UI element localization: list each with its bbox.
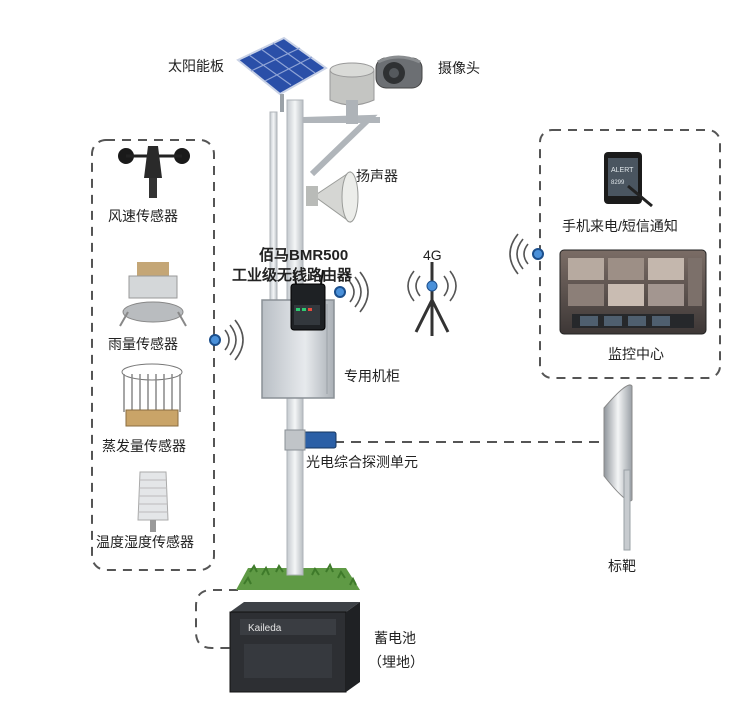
temp-humidity-sensor-icon [137,471,169,532]
svg-text:8299: 8299 [611,180,625,186]
camera [375,55,423,89]
evap-sensor-label: 蒸发量传感器 [102,438,186,454]
cellular-antenna [414,262,450,336]
wind-sensor-icon [118,146,190,198]
temp-humidity-sensor-label: 温度湿度传感器 [96,534,194,550]
solar-panel-label: 太阳能板 [168,58,224,74]
battery-label-line1: 蓄电池 [374,630,416,646]
sensor-group-box [91,139,215,571]
grass-base [236,568,360,590]
evaporation-sensor-icon [121,363,183,427]
cabinet-label: 专用机柜 [344,368,400,384]
svg-text:Kaileda: Kaileda [248,623,282,634]
speaker-label: 扬声器 [356,168,398,184]
photo-unit-device [301,431,337,449]
monitor-wall [559,249,707,335]
phone-alert-label: 手机来电/短信通知 [562,218,678,234]
rain-sensor-label: 雨量传感器 [108,336,178,352]
grass-texture [243,562,357,586]
camera-label: 摄像头 [438,60,480,76]
solar-panel [236,36,328,112]
cellular-label: 4G [423,247,442,263]
speaker-horn [306,171,359,223]
battery-label-line2: （埋地） [368,654,424,670]
speaker-arm [302,114,380,177]
router-label-line2: 工业级无线路由器 [232,267,353,284]
photo-unit-label: 光电综合探测单元 [306,454,418,470]
rain-sensor-icon [119,262,187,327]
router-label-line1: 佰马BMR500 [259,247,349,264]
battery: Kaileda [229,602,360,693]
battery-group-bracket [195,589,238,649]
wifi-signal-icon [209,233,544,361]
camera-housing [329,62,375,124]
target-label: 标靶 [608,558,636,574]
phone-icon: ALERT 8299 [604,152,653,208]
pole-clamp [284,429,306,451]
wind-sensor-label: 风速传感器 [108,208,178,224]
monitor-center-label: 监控中心 [608,346,664,362]
svg-text:ALERT: ALERT [611,167,634,174]
router-device [290,269,326,331]
target-reflector [603,384,633,551]
